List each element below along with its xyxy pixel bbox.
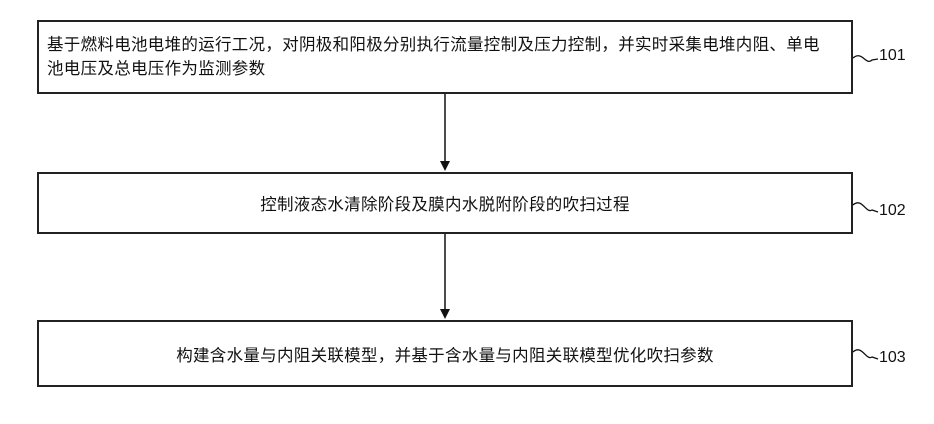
step-text-102: 控制液态水清除阶段及膜内水脱附阶段的吹扫过程 bbox=[39, 191, 851, 215]
step-box-103: 构建含水量与内阻关联模型，并基于含水量与内阻关联模型优化吹扫参数 bbox=[37, 320, 853, 387]
leader-line-103 bbox=[853, 350, 878, 359]
step-box-102: 控制液态水清除阶段及膜内水脱附阶段的吹扫过程 bbox=[37, 172, 853, 234]
step-text-101: 基于燃料电池电堆的运行工况，对阴极和阳极分别执行流量控制及压力控制，并实时采集电… bbox=[47, 33, 833, 81]
step-text-103: 构建含水量与内阻关联模型，并基于含水量与内阻关联模型优化吹扫参数 bbox=[39, 342, 851, 366]
ref-label-102: 102 bbox=[879, 202, 906, 220]
ref-label-101: 101 bbox=[879, 47, 906, 65]
leader-line-102 bbox=[853, 203, 878, 212]
step-box-101: 基于燃料电池电堆的运行工况，对阴极和阳极分别执行流量控制及压力控制，并实时采集电… bbox=[37, 20, 853, 94]
leader-line-101 bbox=[853, 56, 878, 62]
ref-label-103: 103 bbox=[879, 349, 906, 367]
